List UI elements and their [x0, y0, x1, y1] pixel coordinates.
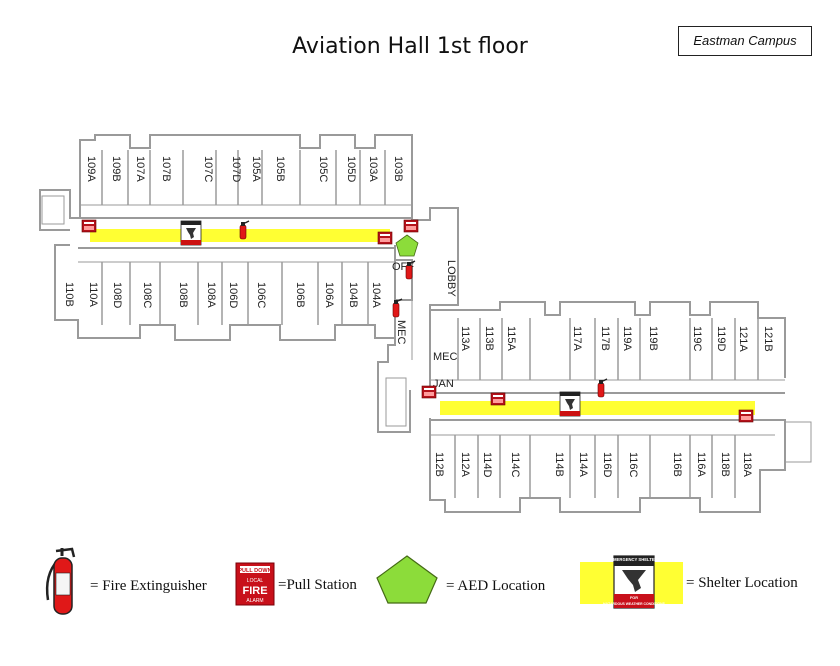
pull-station-icon [403, 219, 419, 233]
svg-text:EMERGENCY SHELTER: EMERGENCY SHELTER [610, 557, 657, 562]
svg-text:LOCAL: LOCAL [247, 578, 264, 584]
shelter-sign-icon [559, 391, 581, 417]
east-wing [429, 301, 812, 513]
legend-aed-label: = AED Location [446, 578, 546, 594]
legend-shelter-label: = Shelter Location [686, 575, 798, 591]
rooms-east-top: 113A 113B 115A 117A 117B 119A 119B 119C 119D 121A… [459, 326, 774, 352]
legend-fire-extinguisher-label: = Fire Extinguisher [90, 578, 207, 594]
room-label: 119C [691, 326, 703, 352]
shelter-corridor-east [440, 401, 755, 415]
svg-text:HAZARDOUS WEATHER CONDITIONS: HAZARDOUS WEATHER CONDITIONS [603, 602, 665, 606]
room-label: 106B [294, 282, 306, 308]
room-label: 104A [370, 282, 382, 308]
west-wing [39, 134, 413, 341]
rooms-west-top: 109A 109B 107A 107B 107C 107D 105A 105B 105C 105D… [85, 156, 404, 182]
room-label: 106C [255, 282, 267, 308]
svg-text:FOR: FOR [630, 596, 638, 600]
room-label: 105D [345, 156, 357, 182]
rooms-east-bottom: 112B 112A 114D 114C 114B 114A 116D 116C 116B 116A… [433, 452, 753, 478]
room-label: 109B [110, 156, 122, 182]
room-label: 103A [367, 156, 379, 182]
room-label: 113A [459, 326, 471, 352]
rooms-west-bottom: 110B 110A 108D 108C 108B 108A 106D 106C 106B 106A… [63, 282, 382, 308]
room-label: 115A [505, 326, 517, 352]
room-label: 119A [621, 326, 633, 352]
room-label: 107D [230, 156, 242, 182]
room-label: 106D [227, 282, 239, 308]
room-label: 105A [250, 156, 262, 182]
room-label: 108B [177, 282, 189, 308]
room-label: 107C [202, 156, 214, 182]
room-label: 116D [601, 452, 613, 478]
room-label: 106A [323, 282, 335, 308]
room-label: 114C [509, 452, 521, 478]
mec-label-2: MEC [433, 351, 458, 363]
room-label: 121A [737, 326, 749, 352]
shelter-sign-icon [180, 220, 202, 246]
room-label: 116A [695, 452, 707, 478]
room-label: 121B [762, 326, 774, 352]
legend-fire-extinguisher-icon [45, 547, 76, 615]
room-label: 114B [553, 452, 565, 477]
campus-label: Eastman Campus [678, 26, 812, 56]
room-label: 109A [85, 156, 97, 182]
room-label: 108A [205, 282, 217, 308]
jan-label: JAN [433, 378, 454, 390]
room-label: 116C [627, 452, 639, 478]
pull-station-icon [490, 392, 506, 406]
room-label: 108C [141, 282, 153, 308]
room-label: 110A [87, 282, 99, 308]
room-label: 119D [715, 326, 727, 352]
room-label: 116B [671, 452, 683, 477]
legend-shelter-sign-icon: EMERGENCY SHELTER FOR HAZARDOUS WEATHER … [603, 555, 666, 609]
room-label: 104B [347, 282, 359, 308]
svg-text:ALARM: ALARM [246, 598, 263, 604]
room-label: 112B [433, 452, 445, 477]
room-label: 117B [599, 326, 611, 351]
room-label: 103B [392, 156, 404, 182]
pull-station-icon [421, 385, 437, 399]
room-label: 108D [111, 282, 123, 308]
pull-station-icon [81, 219, 97, 233]
lobby-label: LOBBY [445, 260, 457, 297]
room-label: 105C [317, 156, 329, 182]
mec-label-1: MEC [395, 320, 407, 345]
room-label: 114D [481, 452, 493, 478]
fire-extinguisher-icon [597, 378, 608, 398]
legend-aed-icon [376, 555, 438, 604]
room-label: 113B [483, 326, 495, 351]
room-label: 117A [571, 326, 583, 352]
room-label: 107B [160, 156, 172, 182]
room-label: 119B [647, 326, 659, 351]
room-label: 114A [577, 452, 589, 478]
room-label: 118A [741, 452, 753, 478]
map-title: Aviation Hall 1st floor [292, 34, 528, 59]
room-label: 112A [459, 452, 471, 478]
svg-text:PULL DOWN: PULL DOWN [238, 568, 271, 574]
pull-station-icon [377, 231, 393, 245]
legend-pull-station-icon: PULL DOWN LOCAL FIRE ALARM [235, 562, 275, 606]
pull-station-icon [738, 409, 754, 423]
room-label: 105B [274, 156, 286, 182]
room-label: 110B [63, 282, 75, 307]
svg-text:FIRE: FIRE [242, 585, 267, 597]
aed-marker-icon [395, 234, 419, 257]
fire-extinguisher-icon [392, 298, 403, 318]
legend-pull-station-label: =Pull Station [278, 577, 357, 593]
room-label: 118B [719, 452, 731, 477]
room-label: 107A [134, 156, 146, 182]
